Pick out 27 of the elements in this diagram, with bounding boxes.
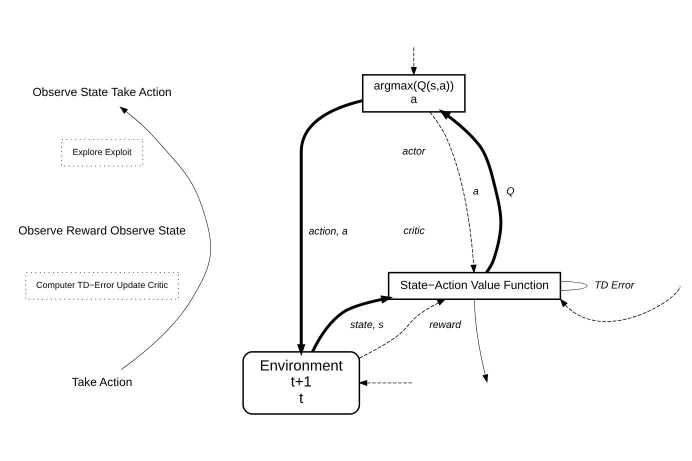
label: actor <box>402 146 426 158</box>
arrow <box>297 99 363 356</box>
node-box: Explore Exploit <box>60 138 144 166</box>
edge-label: a <box>473 186 479 198</box>
node-box: argmax(Q(s,a)) a <box>362 74 466 113</box>
edge-label: reward <box>429 320 462 331</box>
node-box: State−Action Value Function <box>388 272 562 300</box>
edge-label: Q <box>506 186 514 198</box>
label: critic <box>403 226 425 237</box>
arrow <box>359 298 446 358</box>
arrow <box>119 106 211 370</box>
arrow <box>358 380 412 386</box>
node-box: Computer TD−Error Update Critic <box>25 272 179 300</box>
arrow <box>560 286 680 322</box>
edge-label: TD Error <box>594 280 634 292</box>
connector <box>560 280 588 291</box>
arrow <box>430 112 477 274</box>
node-text: Observe Reward Observe State <box>18 224 186 238</box>
node-box: Environment t+1 t <box>242 351 360 415</box>
edge-label: action, a <box>308 226 348 238</box>
node-text: Take Action <box>72 374 132 389</box>
arrow <box>474 299 488 383</box>
arrow <box>438 109 502 274</box>
arrow <box>311 295 393 352</box>
arrow <box>410 47 417 76</box>
node-text: Observe State Take Action <box>32 85 172 100</box>
edge-label: state, s <box>350 320 384 331</box>
